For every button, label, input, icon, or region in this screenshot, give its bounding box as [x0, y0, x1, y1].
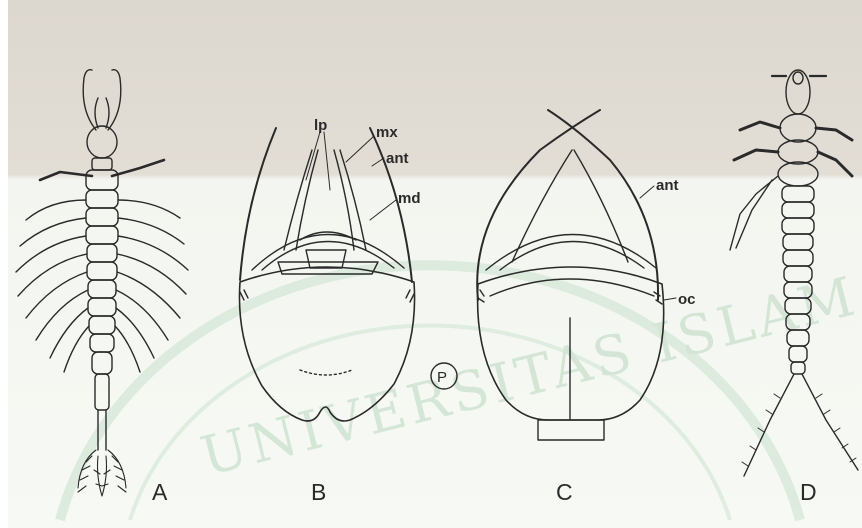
label-lp: lp [314, 117, 327, 134]
panel-b-letter: B [311, 479, 326, 505]
label-md: md [398, 190, 421, 207]
publisher-mark-letter: P [437, 369, 447, 386]
scan-left-edge [0, 0, 8, 528]
panel-c-letter: C [556, 479, 573, 505]
label-mx: mx [376, 124, 398, 141]
label-ant-c: ant [656, 177, 679, 194]
panel-d-letter: D [800, 479, 817, 505]
panel-a-letter: A [152, 479, 168, 505]
label-oc: oc [678, 291, 696, 308]
label-ant-b: ant [386, 150, 409, 167]
